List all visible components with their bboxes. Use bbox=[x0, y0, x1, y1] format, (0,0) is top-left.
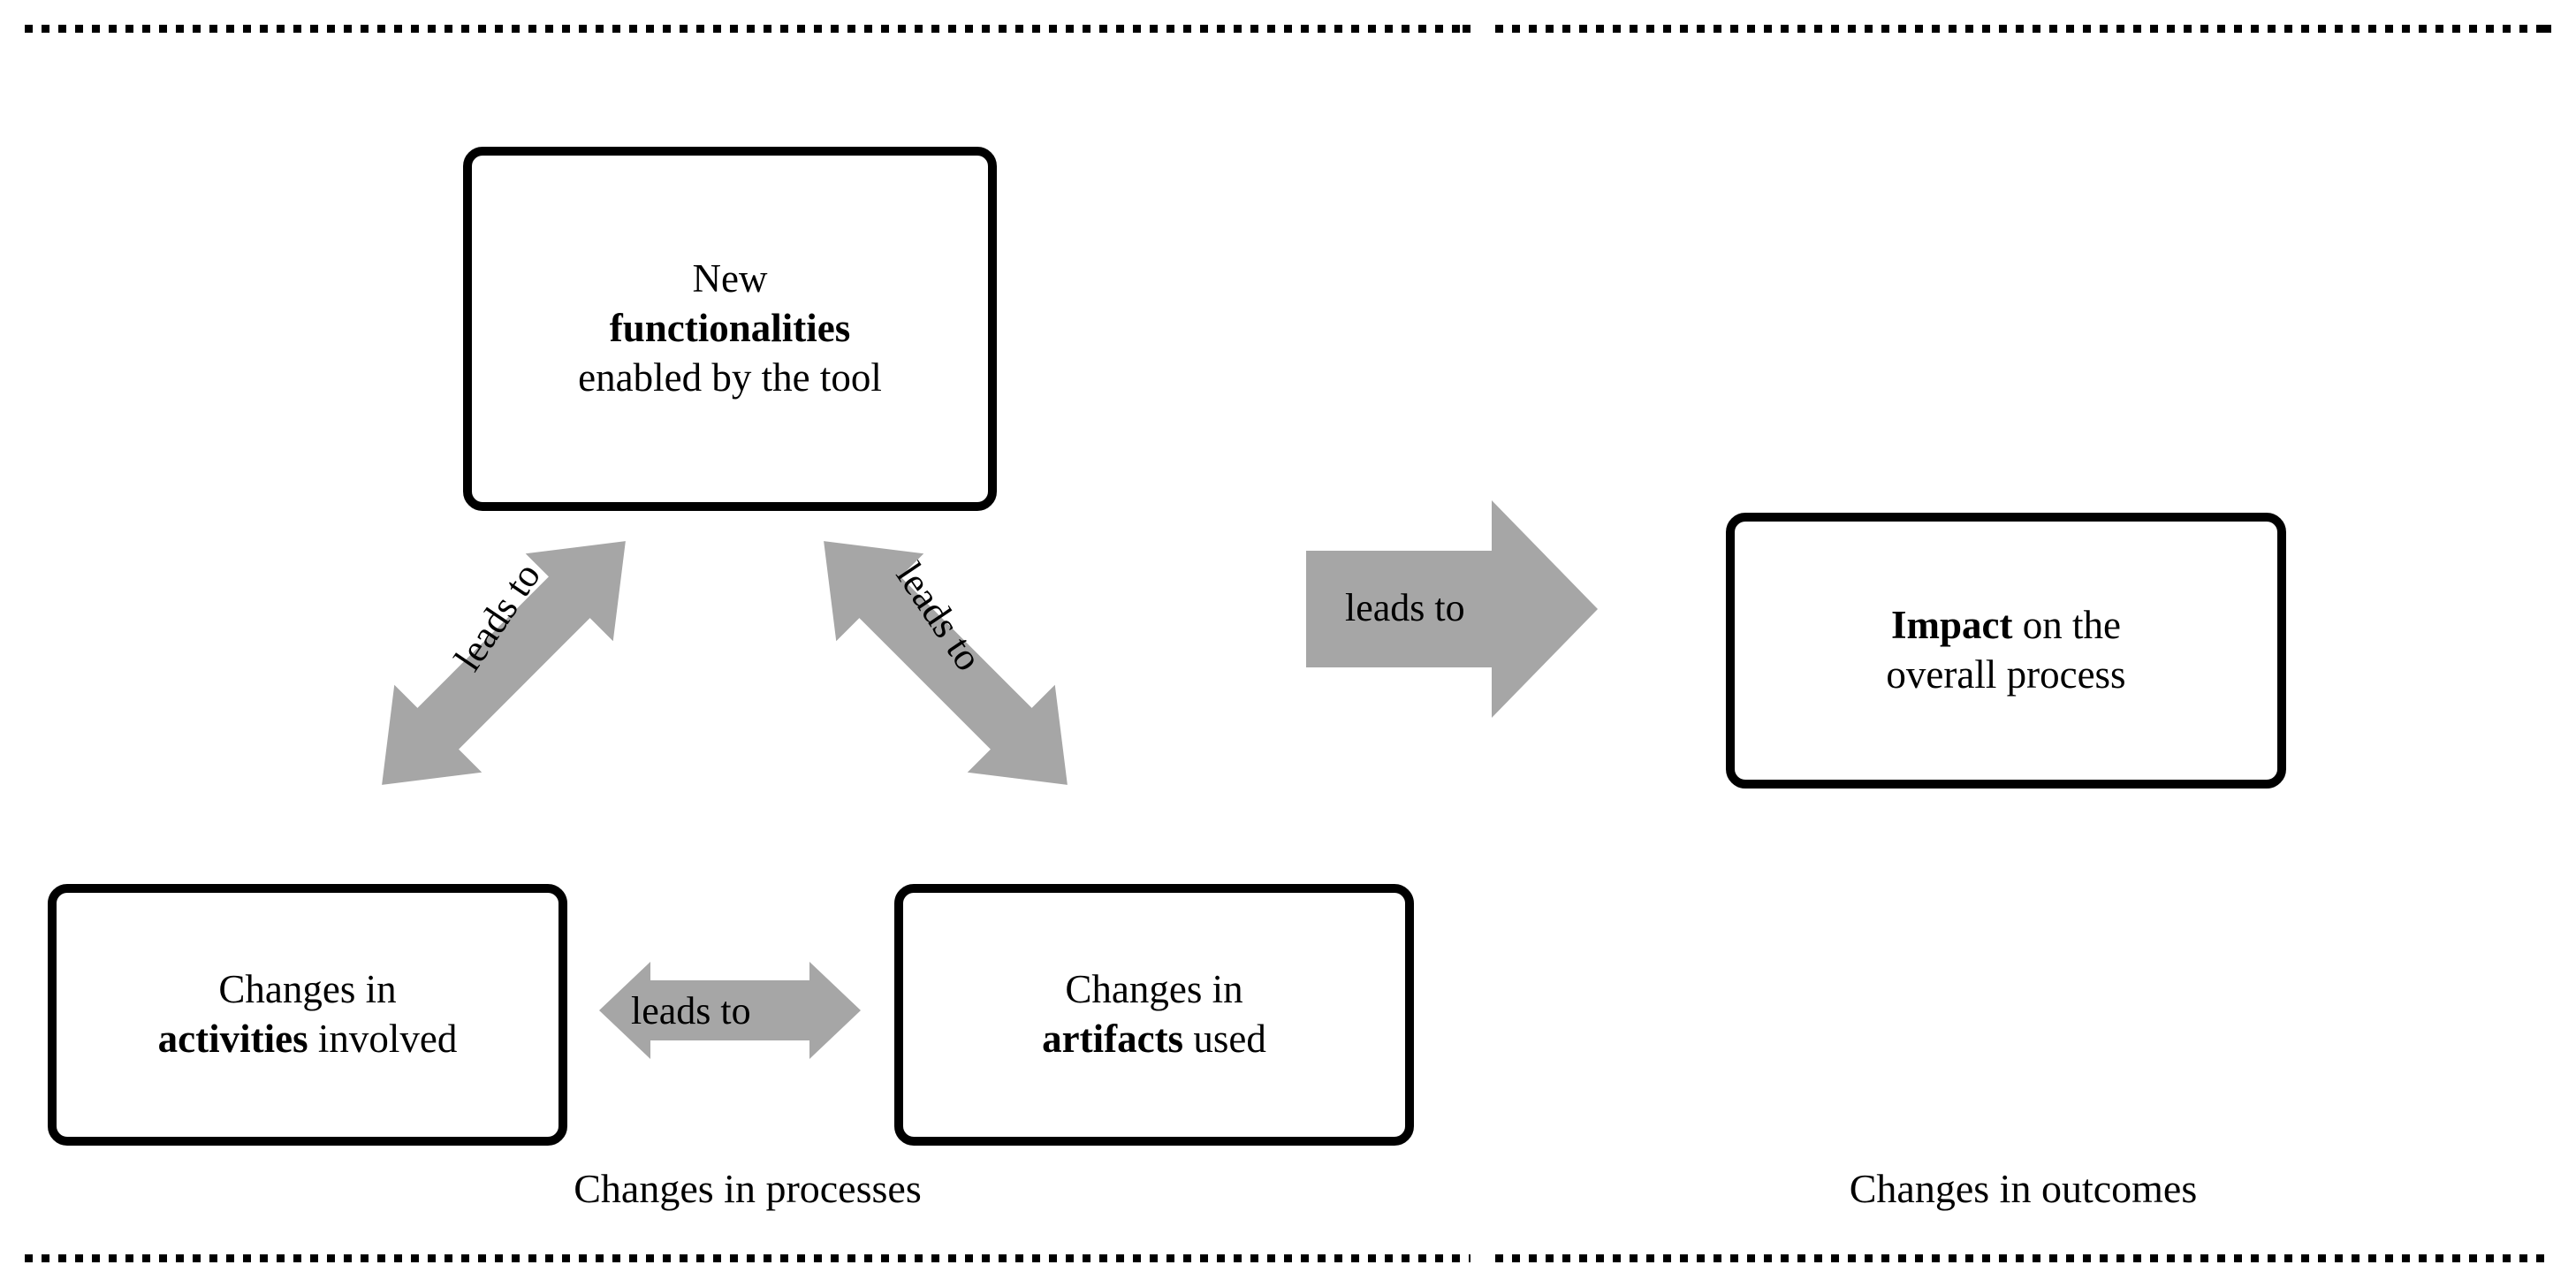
node-line-2-rest: involved bbox=[308, 1017, 458, 1061]
node-line-1: Changes in bbox=[218, 967, 397, 1012]
node-line-1: Changes in bbox=[1065, 967, 1243, 1012]
arrow-functionalities-to-artifacts bbox=[760, 477, 1131, 849]
arrow-bidirectional-shape bbox=[382, 541, 626, 785]
node-line-2-emphasis: artifacts bbox=[1042, 1017, 1184, 1061]
arrow-bidirectional-shape bbox=[599, 962, 861, 1059]
node-line-3: enabled by the tool bbox=[578, 354, 882, 400]
region-border-bottom bbox=[25, 1254, 1470, 1262]
node-impact-on-overall-process[interactable]: Impact on the overall process bbox=[1726, 513, 2286, 789]
node-changes-in-artifacts-text: Changes in artifacts used bbox=[1030, 965, 1279, 1064]
region-border-bottom bbox=[1495, 1254, 2551, 1262]
region-border-left bbox=[25, 25, 33, 1262]
node-line-1-rest: on the bbox=[2012, 603, 2121, 648]
node-line-1-emphasis: Impact bbox=[1891, 603, 2013, 648]
node-changes-in-artifacts[interactable]: Changes in artifacts used bbox=[894, 884, 1414, 1146]
node-new-functionalities[interactable]: New functionalities enabled by the tool bbox=[463, 147, 997, 511]
node-line-2-emphasis: functionalities bbox=[609, 306, 851, 351]
region-border-right bbox=[2543, 25, 2551, 1262]
arrow-right-shape bbox=[1306, 500, 1598, 718]
arrow-bidirectional-shape bbox=[824, 541, 1068, 785]
node-impact-text: Impact on the overall process bbox=[1873, 601, 2138, 700]
node-line-2-emphasis: activities bbox=[157, 1017, 308, 1061]
region-border-top bbox=[1495, 25, 2551, 33]
arrow-activities-to-artifacts bbox=[599, 955, 861, 1066]
node-changes-in-activities-text: Changes in activities involved bbox=[146, 965, 470, 1064]
arrow-processes-to-outcomes bbox=[1306, 500, 1598, 718]
region-caption-outcomes: Changes in outcomes bbox=[1849, 1166, 2198, 1211]
region-border-top bbox=[25, 25, 1470, 33]
node-changes-in-activities[interactable]: Changes in activities involved bbox=[48, 884, 567, 1146]
node-line-1: New bbox=[692, 256, 768, 301]
arrow-functionalities-to-activities bbox=[318, 477, 689, 849]
region-caption-processes: Changes in processes bbox=[574, 1166, 922, 1211]
node-line-2: overall process bbox=[1886, 652, 2126, 697]
node-line-2-rest: used bbox=[1183, 1017, 1266, 1061]
node-new-functionalities-text: New functionalities enabled by the tool bbox=[566, 255, 894, 402]
